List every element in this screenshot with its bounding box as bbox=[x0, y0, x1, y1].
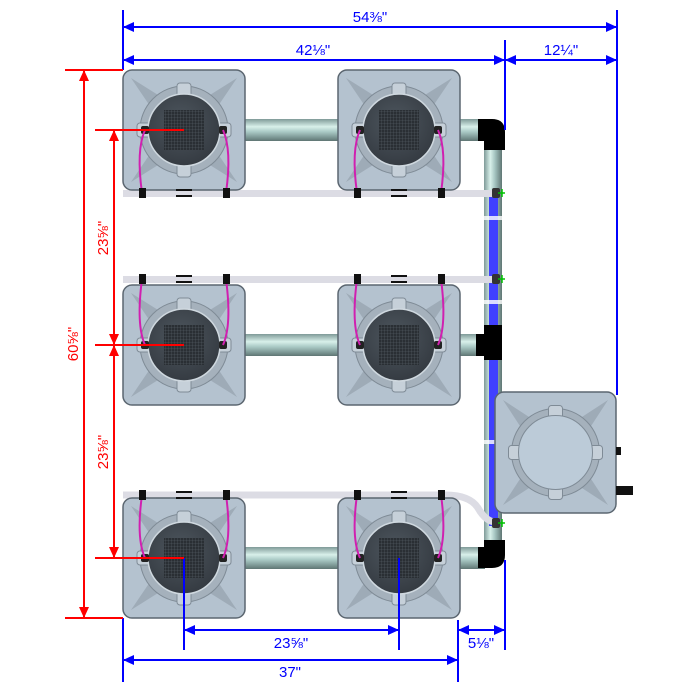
drip-line-clip bbox=[391, 275, 407, 283]
arrowhead bbox=[606, 55, 617, 65]
drip-line-clip bbox=[176, 189, 192, 197]
arrowhead bbox=[388, 625, 399, 635]
tube-clip bbox=[484, 216, 502, 220]
drip-line-clamp bbox=[438, 490, 445, 500]
drip-loop-tube bbox=[353, 494, 361, 559]
arrowhead bbox=[123, 55, 134, 65]
dim-pipe-offset: 5⅛" bbox=[468, 635, 494, 652]
dim-overall-width: 54⅜" bbox=[353, 9, 388, 26]
pot bbox=[122, 274, 246, 406]
feed-tube bbox=[489, 196, 498, 526]
drip-line-clamp bbox=[139, 274, 146, 284]
drip-line bbox=[123, 190, 495, 197]
arrowhead bbox=[458, 625, 469, 635]
drip-fitting bbox=[492, 188, 500, 198]
drip-loop-tube bbox=[222, 278, 230, 346]
drip-line-clamp bbox=[438, 188, 445, 198]
drip-loop-tube bbox=[138, 278, 146, 346]
reservoir bbox=[494, 391, 633, 514]
drip-line-clamp bbox=[354, 188, 361, 198]
arrowhead bbox=[109, 547, 119, 558]
arrowhead bbox=[505, 55, 516, 65]
drip-line-clamp bbox=[354, 490, 361, 500]
dim-overall-length: 60⅝" bbox=[65, 327, 82, 362]
drip-fitting bbox=[492, 518, 500, 528]
dimension-lines bbox=[65, 10, 618, 682]
arrowhead bbox=[79, 607, 89, 618]
drip-line-clip bbox=[391, 491, 407, 499]
pot-mesh-basket bbox=[379, 110, 419, 150]
pot bbox=[337, 69, 461, 198]
arrowhead bbox=[109, 345, 119, 356]
drip-loop-tube bbox=[138, 494, 146, 559]
arrowhead bbox=[79, 70, 89, 81]
dim-pot-spacing-vertical-upper: 23⅝" bbox=[95, 221, 112, 256]
drip-line-clamp bbox=[438, 274, 445, 284]
elbow-top bbox=[478, 119, 505, 150]
arrowhead bbox=[123, 22, 134, 32]
fitting-green bbox=[498, 189, 505, 197]
drip-loop-tube bbox=[222, 129, 230, 194]
arrowhead bbox=[123, 655, 134, 665]
pipe-horizontal bbox=[240, 334, 344, 356]
reservoir-lid bbox=[518, 415, 593, 490]
drip-fitting bbox=[492, 274, 500, 284]
fitting-green bbox=[498, 275, 505, 283]
pipe-horizontal bbox=[240, 547, 344, 569]
dim-pot-spacing-vertical-lower: 23⅝" bbox=[95, 435, 112, 470]
drip-line bbox=[123, 491, 497, 526]
arrowhead bbox=[606, 22, 617, 32]
plumbing bbox=[123, 119, 505, 569]
drip-loop-tube bbox=[222, 494, 230, 559]
drip-line-clamp bbox=[223, 188, 230, 198]
drip-loop-tube bbox=[138, 129, 146, 194]
pipe-horizontal bbox=[455, 119, 485, 141]
pipe-tee-black bbox=[484, 325, 502, 360]
drip-line-clamp bbox=[354, 274, 361, 284]
fitting-green bbox=[498, 519, 505, 527]
drip-loop-tube bbox=[437, 129, 445, 194]
elbow-bottom bbox=[478, 540, 505, 568]
drip-line-clamp bbox=[223, 490, 230, 500]
pipe-horizontal bbox=[455, 547, 485, 569]
drip-loop-tube bbox=[437, 278, 445, 346]
drip-line-clip bbox=[176, 491, 192, 499]
drip-line bbox=[123, 276, 495, 283]
pipe-horizontal bbox=[240, 119, 344, 141]
arrowhead bbox=[109, 130, 119, 141]
arrowhead bbox=[184, 625, 195, 635]
drip-line-clamp bbox=[223, 274, 230, 284]
drip-line-clip bbox=[176, 275, 192, 283]
arrowhead bbox=[109, 334, 119, 345]
pot bbox=[337, 274, 461, 406]
drip-loop-tube bbox=[353, 129, 361, 194]
pipe-joint bbox=[476, 334, 486, 356]
arrowhead bbox=[494, 625, 505, 635]
tube-clip bbox=[484, 440, 502, 444]
reservoir-drain bbox=[616, 486, 633, 495]
dim-pot-spacing-horizontal: 23⅝" bbox=[274, 635, 309, 652]
pot bbox=[122, 69, 246, 198]
drip-loop-tube bbox=[437, 494, 445, 559]
arrowhead bbox=[494, 55, 505, 65]
drip-line-clamp bbox=[139, 188, 146, 198]
drip-line-clip bbox=[391, 189, 407, 197]
drip-loop-tube bbox=[353, 278, 361, 346]
pot-mesh-basket bbox=[379, 325, 419, 365]
reservoir-port bbox=[616, 447, 621, 455]
dim-reservoir-offset: 12¼" bbox=[544, 42, 579, 59]
tube-clip bbox=[484, 300, 502, 304]
drip-line-clamp bbox=[139, 490, 146, 500]
arrowhead bbox=[447, 655, 458, 665]
dim-pots-width: 42⅛" bbox=[296, 42, 331, 59]
dim-pot-span: 37" bbox=[279, 664, 301, 681]
